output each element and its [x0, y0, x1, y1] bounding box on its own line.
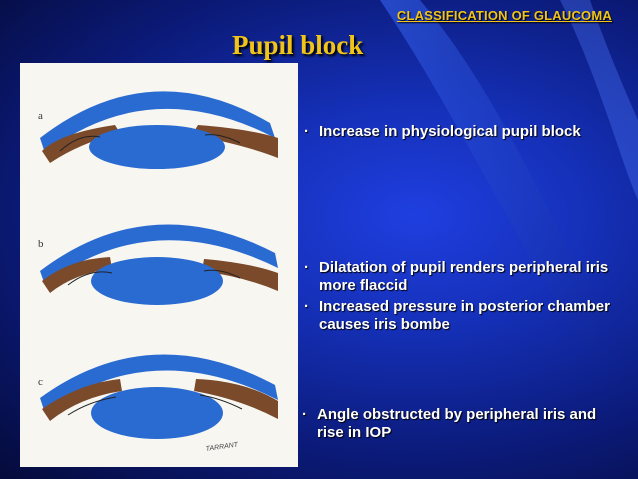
- panel-label-b: b: [38, 238, 44, 250]
- bullet-marker: ·: [304, 123, 309, 140]
- bullet-2: · Dilatation of pupil renders peripheral…: [304, 259, 634, 295]
- slide-header: CLASSIFICATION OF GLAUCOMA: [396, 8, 612, 23]
- panel-b-diagram: b: [38, 224, 278, 305]
- bullet-marker: ·: [302, 406, 307, 423]
- bullet-text: Angle obstructed by peripheral iris and …: [317, 406, 597, 441]
- bullet-marker: ·: [304, 298, 309, 315]
- bullet-4: · Angle obstructed by peripheral iris an…: [302, 406, 622, 442]
- bullet-3: · Increased pressure in posterior chambe…: [304, 298, 634, 334]
- bullet-text: Dilatation of pupil renders peripheral i…: [319, 259, 609, 294]
- slide-title: Pupil block: [232, 30, 364, 60]
- bullet-text: Increased pressure in posterior chamber …: [319, 298, 610, 333]
- bullet-1: · Increase in physiological pupil block: [304, 123, 604, 141]
- panel-a-diagram: a: [38, 91, 278, 169]
- panel-c-diagram: c TARRANT: [38, 354, 278, 453]
- panel-label-a: a: [38, 110, 43, 122]
- artist-signature: TARRANT: [205, 441, 239, 453]
- pupil-block-illustration: a b c TARRANT: [20, 63, 298, 467]
- bullet-marker: ·: [304, 259, 309, 276]
- bullet-text: Increase in physiological pupil block: [319, 123, 581, 140]
- panel-label-c: c: [38, 376, 43, 388]
